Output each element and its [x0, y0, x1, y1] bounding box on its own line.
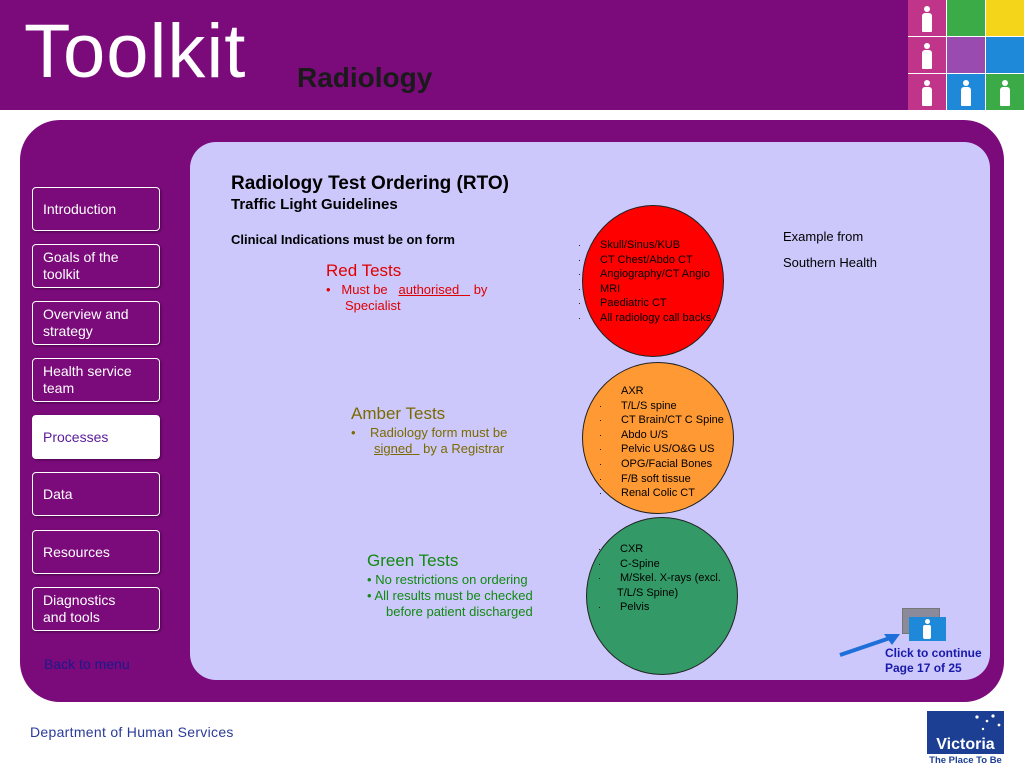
tile-purple	[947, 37, 985, 73]
nav-processes[interactable]: Processes	[32, 415, 160, 459]
red-tests-title: Red Tests	[326, 261, 402, 280]
green-tests-bullet-1: • No restrictions on ordering	[367, 572, 528, 587]
victoria-logo-text: Victoria	[936, 736, 995, 753]
list-item: ·Angiography/CT Angio	[578, 268, 710, 281]
example-note-line2: Southern Health	[783, 255, 877, 270]
tile-green	[947, 0, 985, 36]
arrow-right-icon	[839, 634, 900, 657]
amber-test-list: AXR ·T/L/S spine ·CT Brain/CT C Spine ·A…	[599, 384, 724, 501]
bullet-icon: •	[367, 588, 372, 603]
tile-figure	[908, 0, 946, 36]
list-item: ·Skull/Sinus/KUB	[578, 239, 681, 251]
list-item: ·Pelvic US/O&G US	[599, 443, 715, 456]
example-note-line1: Example from	[783, 229, 864, 244]
list-item: AXR	[621, 385, 644, 397]
list-item: ·M/Skel. X-rays (excl.	[598, 572, 721, 585]
list-item: ·Paediatric CT	[578, 297, 667, 310]
red-test-list: ·Skull/Sinus/KUB ·CT Chest/Abdo CT ·Angi…	[578, 238, 711, 326]
list-item: ·Pelvis	[598, 601, 650, 614]
list-item: ·T/L/S spine	[599, 399, 677, 412]
header-tiles	[908, 0, 1024, 110]
page-subtitle: Traffic Light Guidelines	[231, 196, 398, 213]
list-item: ·C-Spine	[598, 557, 660, 570]
amber-tests-title: Amber Tests	[351, 404, 446, 423]
department-label: Department of Human Services	[30, 724, 234, 740]
continue-figure-tile	[909, 617, 946, 641]
victoria-tagline: The Place To Be	[927, 754, 1004, 768]
tile-figure	[908, 74, 946, 110]
nav-resources[interactable]: Resources	[32, 530, 160, 574]
click-to-continue-link[interactable]: Click to continue	[885, 646, 982, 660]
red-circle	[582, 205, 724, 357]
red-tests-bullet: • Must be authorised by	[326, 282, 488, 297]
nav-introduction[interactable]: Introduction	[32, 187, 160, 231]
list-item: ·OPG/Facial Bones	[599, 457, 713, 470]
green-tests-title: Green Tests	[367, 551, 459, 570]
amber-circle	[582, 362, 734, 514]
list-item: ·MRI	[578, 282, 621, 295]
nav-overview[interactable]: Overview and strategy	[32, 301, 160, 345]
list-item: T/L/S Spine)	[617, 586, 679, 599]
red-tests-bullet-cont: Specialist	[345, 298, 401, 313]
page-title: Radiology Test Ordering (RTO)	[231, 173, 509, 194]
green-circle	[586, 517, 738, 675]
back-to-menu-link[interactable]: Back to menu	[44, 656, 130, 672]
section-title: Radiology	[297, 62, 433, 93]
nav-data[interactable]: Data	[32, 472, 160, 516]
stars-icon	[975, 714, 1001, 731]
tile-figure	[947, 74, 985, 110]
nav-goals[interactable]: Goals of the toolkit	[32, 244, 160, 288]
nav-diagnostics[interactable]: Diagnostics and tools	[32, 587, 160, 631]
tile-figure	[986, 74, 1024, 110]
green-tests-bullet-2: • All results must be checked	[367, 588, 533, 603]
list-item: ·F/B soft tissue	[599, 472, 691, 485]
bullet-icon: •	[326, 282, 331, 297]
bullet-icon: •	[351, 425, 356, 440]
tile-figure	[908, 37, 946, 73]
list-item: ·Renal Colic CT	[599, 487, 695, 500]
bullet-icon: •	[367, 572, 372, 587]
toolkit-title: Toolkit	[24, 9, 247, 94]
tile-blue	[986, 37, 1024, 73]
tile-yellow	[986, 0, 1024, 36]
list-item: ·Abdo U/S	[599, 428, 669, 441]
clinical-note: Clinical Indications must be on form	[231, 232, 455, 247]
amber-tests-bullet-cont: signed by a Registrar	[374, 441, 505, 456]
list-item: ·CXR	[598, 543, 644, 555]
list-item: ·CT Brain/CT C Spine	[599, 414, 724, 427]
green-test-list: ·CXR ·C-Spine ·M/Skel. X-rays (excl. T/L…	[598, 542, 721, 615]
list-item: ·CT Chest/Abdo CT	[578, 253, 693, 266]
continue-button[interactable]	[838, 607, 950, 659]
nav-health-service-team[interactable]: Health service team	[32, 358, 160, 402]
amber-tests-bullet: • Radiology form must be	[351, 425, 508, 440]
page-indicator: Page 17 of 25	[885, 661, 962, 675]
green-tests-bullet-2-cont: before patient discharged	[386, 604, 533, 619]
list-item: ·All radiology call backs	[578, 311, 712, 324]
person-icon	[923, 619, 931, 639]
header-bar	[0, 0, 910, 110]
